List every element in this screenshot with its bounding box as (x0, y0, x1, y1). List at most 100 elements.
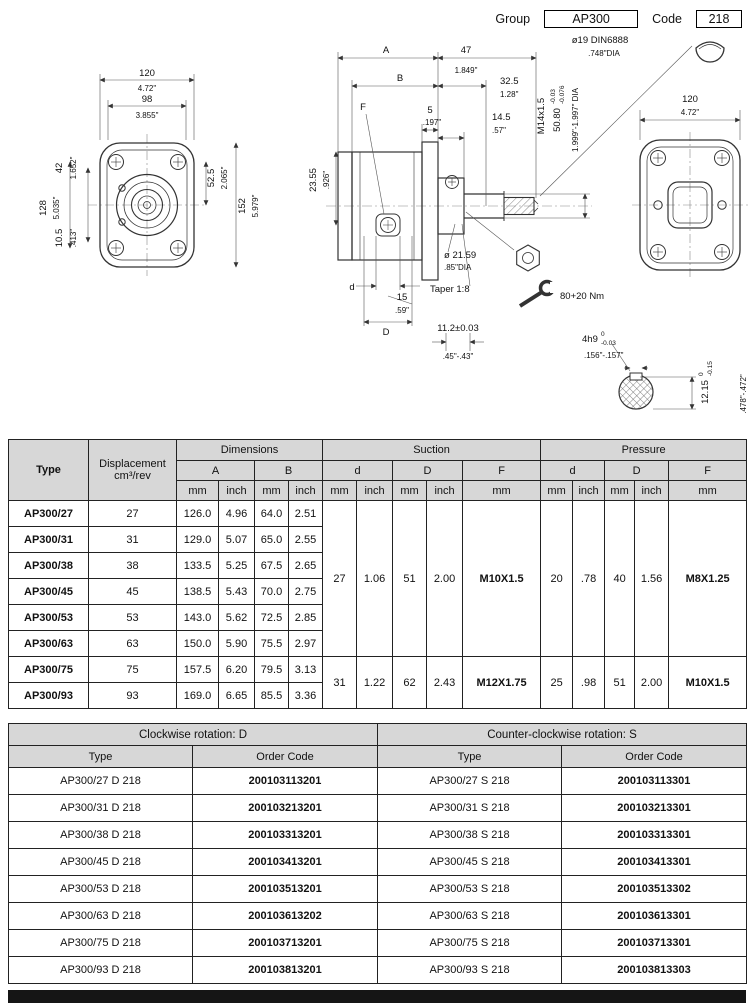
header-pressure-F: F (668, 460, 748, 481)
cell: 70.0 (254, 578, 289, 605)
bolt-holes (650, 150, 730, 260)
cell: 20 (540, 500, 574, 657)
cell: M12X1.75 (462, 656, 542, 709)
dim-label: 42 (54, 163, 65, 174)
dim-label: D (383, 327, 390, 338)
dim-label: 1.28" (500, 90, 519, 99)
header-type: Type (377, 745, 563, 768)
table-row: AP300/45 D 218 200103413201 AP300/45 S 2… (8, 848, 748, 876)
table-row: AP300/31 31 129.0 5.07 65.0 2.55 (8, 526, 747, 553)
cell-type: AP300/53 S 218 (377, 875, 563, 903)
shaft-end-section (611, 343, 696, 410)
cell-type: AP300/63 D 218 (8, 902, 193, 930)
header-suction-d: d (322, 460, 394, 481)
key-label: .748"DIA (588, 49, 620, 58)
dim-label: 11.2±0.03 (437, 323, 479, 334)
cell: M8X1.25 (668, 500, 748, 657)
cell: 51 (604, 656, 636, 709)
key-depth-label: 12.15 0 -0.15 (698, 361, 714, 404)
unit-header: mm (322, 480, 358, 501)
cell: 143.0 (176, 604, 219, 631)
unit-header: mm (462, 480, 542, 501)
cell: 53 (88, 604, 177, 631)
cell-type: AP300/45 D 218 (8, 848, 193, 876)
cell-type: AP300/93 S 218 (377, 956, 563, 984)
cell-order-code: 200103113201 (191, 767, 379, 795)
cell: 31 (88, 526, 177, 553)
cell: 38 (88, 552, 177, 579)
page-header: Group AP300 Code 218 (0, 0, 754, 28)
key-label: ø19 DIN6888 (572, 35, 629, 46)
cell-type: AP300/38 D 218 (8, 821, 193, 849)
unit-header: inch (218, 480, 255, 501)
unit-header: inch (572, 480, 606, 501)
cell: 126.0 (176, 500, 219, 527)
cell: 40 (604, 500, 636, 657)
table-row: AP300/27 27 126.0 4.96 64.0 2.51 27 1.06… (8, 500, 748, 657)
cell-order-code: 200103213301 (561, 794, 748, 822)
header-type: Type (8, 439, 89, 501)
cell: 62 (392, 656, 428, 709)
header-order-code: Order Code (561, 745, 748, 768)
leader-lines (447, 45, 693, 287)
unit-header: mm (392, 480, 428, 501)
cell: 1.06 (356, 500, 394, 657)
table-row: AP300/93 D 218 200103813201 AP300/93 S 2… (8, 956, 748, 984)
wrench-icon (518, 279, 559, 308)
cell-order-code: 200103813201 (191, 956, 379, 984)
dim-label: B (397, 73, 403, 84)
unit-header: mm (604, 480, 636, 501)
cell: 79.5 (254, 656, 289, 683)
dim-label: 47 (461, 45, 472, 56)
group-value-box: AP300 (544, 10, 639, 28)
dim-label: 128 (38, 200, 49, 216)
cell: 138.5 (176, 578, 219, 605)
dim-label: 5.979" (251, 194, 260, 217)
dim-label: .413" (69, 229, 78, 248)
header-pressure-d: d (540, 460, 606, 481)
cell: 5.43 (218, 578, 255, 605)
header-order-code: Order Code (191, 745, 379, 768)
header-counterclockwise: Counter-clockwise rotation: S (377, 723, 748, 746)
dim-label: 3.855" (136, 111, 159, 120)
cell: 157.5 (176, 656, 219, 683)
dim-label: 4.72" (138, 84, 157, 93)
cell: 64.0 (254, 500, 289, 527)
cell: 2.85 (287, 604, 324, 631)
group-label: Group (495, 12, 531, 26)
cell: 133.5 (176, 552, 219, 579)
table-row: AP300/38 38 133.5 5.25 67.5 2.65 (8, 552, 747, 579)
code-value-box: 218 (696, 10, 742, 28)
cell: 2.65 (287, 552, 324, 579)
svg-text:-0.15: -0.15 (707, 361, 714, 376)
cell-type: AP300/53 D 218 (8, 875, 193, 903)
cell-order-code: 200103113301 (561, 767, 748, 795)
cell: M10X1.5 (462, 500, 542, 657)
table-row: AP300/93 93 169.0 6.65 85.5 3.36 (8, 682, 747, 709)
cell: 2.55 (287, 526, 324, 553)
cell: 45 (88, 578, 177, 605)
dim-label: F (360, 102, 366, 113)
cell: 4.96 (218, 500, 255, 527)
dia-label: .85"DIA (444, 263, 472, 272)
header-dimensions: Dimensions (175, 439, 324, 461)
cell: 85.5 (254, 682, 289, 709)
taper-label: Taper 1:8 (430, 284, 470, 295)
cell-type: AP300/93 D 218 (8, 956, 193, 984)
cell: 1.22 (356, 656, 394, 709)
cell: 65.0 (254, 526, 289, 553)
dim-label: .59" (395, 306, 409, 315)
cell: 2.51 (287, 500, 324, 527)
cell: 27 (322, 500, 358, 657)
header-suction: Suction (322, 439, 542, 461)
shaft-dia-inch-label: 1.999"-1.997" DIA (571, 87, 580, 152)
cell-type: AP300/63 (8, 630, 89, 657)
header-type: Type (8, 745, 193, 768)
dim-label: .45"-.43" (443, 352, 474, 361)
cell-order-code: 200103713201 (191, 929, 379, 957)
svg-text:.156"-.157": .156"-.157" (584, 351, 624, 360)
table-row: AP300/75 D 218 200103713201 AP300/75 S 2… (8, 929, 748, 957)
dim-label: 4.72" (681, 108, 700, 117)
dimension-lines (67, 74, 239, 268)
cell-type: AP300/93 (8, 682, 89, 709)
